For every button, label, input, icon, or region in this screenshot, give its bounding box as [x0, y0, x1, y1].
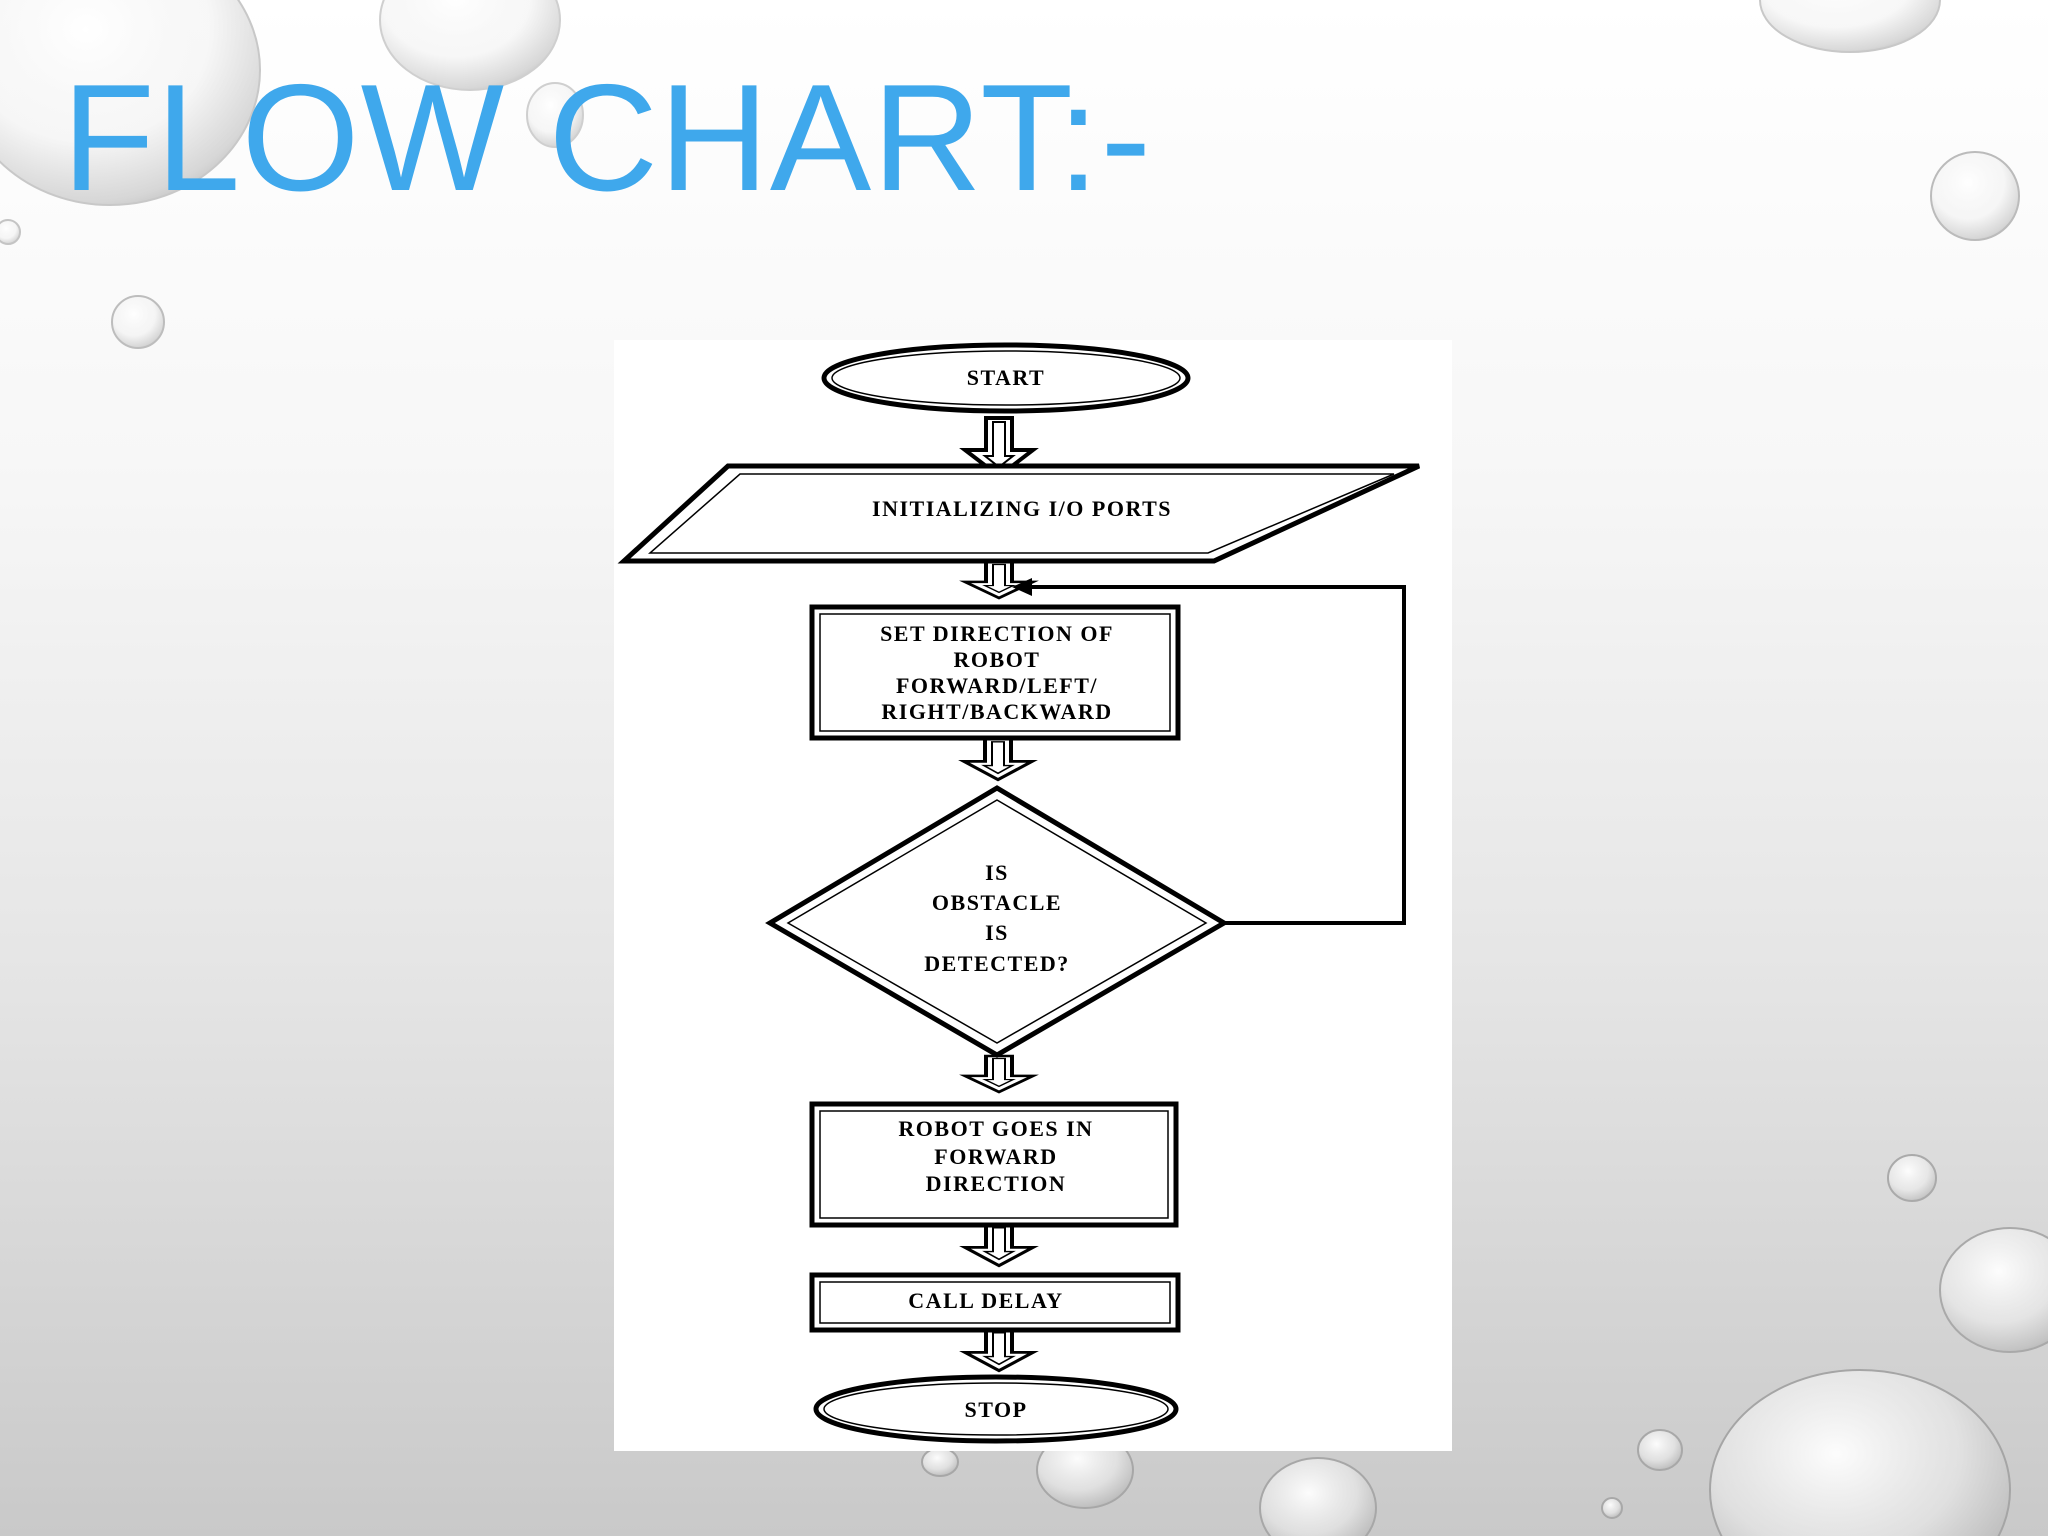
flowchart-panel: START INITIALIZING I/O PORTS SET DIRECTI… — [614, 340, 1452, 1451]
forward-node: ROBOT GOES IN FORWARD DIRECTION — [809, 1101, 1179, 1228]
water-droplet — [921, 1447, 959, 1477]
water-droplet — [1887, 1154, 1937, 1202]
call-delay-label: CALL DELAY — [908, 1288, 1063, 1313]
set-direction-node: SET DIRECTION OF ROBOT FORWARD/LEFT/ RIG… — [809, 604, 1181, 741]
stop-node: STOP — [813, 1374, 1179, 1444]
arrow-set-direction-to-decision — [962, 737, 1034, 782]
arrow-forward-to-delay — [963, 1223, 1035, 1268]
decision-label-line: OBSTACLE — [932, 890, 1062, 915]
water-droplet — [1939, 1227, 2048, 1353]
water-droplet — [111, 295, 165, 349]
water-droplet — [0, 219, 21, 245]
start-label: START — [967, 365, 1045, 390]
set-direction-label-line: RIGHT/BACKWARD — [881, 699, 1112, 724]
water-droplet — [1709, 1369, 2011, 1536]
arrow-init-to-set-direction — [963, 560, 1035, 600]
init-io-label: INITIALIZING I/O PORTS — [872, 496, 1172, 521]
stop-label: STOP — [964, 1397, 1027, 1422]
water-droplet — [1637, 1429, 1683, 1471]
decision-label-line: DETECTED? — [924, 951, 1070, 976]
decision-label-line: IS — [985, 860, 1009, 885]
slide-title: FLOW CHART:- — [62, 53, 1153, 223]
set-direction-label-line: FORWARD/LEFT/ — [896, 673, 1098, 698]
water-droplet — [0, 0, 261, 206]
init-io-node: INITIALIZING I/O PORTS — [617, 463, 1421, 564]
water-droplet — [1930, 151, 2020, 241]
decision-label-line: IS — [985, 920, 1009, 945]
forward-label-line: DIRECTION — [926, 1171, 1067, 1196]
water-droplet — [526, 82, 584, 148]
arrow-delay-to-stop — [963, 1328, 1035, 1373]
forward-label-line: FORWARD — [934, 1144, 1057, 1169]
water-droplet — [1759, 0, 1941, 53]
flowchart-diagram: START INITIALIZING I/O PORTS SET DIRECTI… — [617, 342, 1421, 1444]
call-delay-node: CALL DELAY — [809, 1272, 1181, 1333]
set-direction-label-line: ROBOT — [954, 647, 1041, 672]
water-droplet — [1601, 1497, 1623, 1519]
start-node: START — [821, 342, 1191, 414]
obstacle-decision-node: IS OBSTACLE IS DETECTED? — [765, 785, 1229, 1058]
water-droplet — [1259, 1457, 1377, 1536]
loop-back-connector — [1012, 578, 1406, 925]
arrow-decision-to-forward — [963, 1054, 1035, 1094]
water-droplet — [379, 0, 561, 91]
set-direction-label-line: SET DIRECTION OF — [880, 621, 1114, 646]
forward-label-line: ROBOT GOES IN — [898, 1116, 1093, 1141]
